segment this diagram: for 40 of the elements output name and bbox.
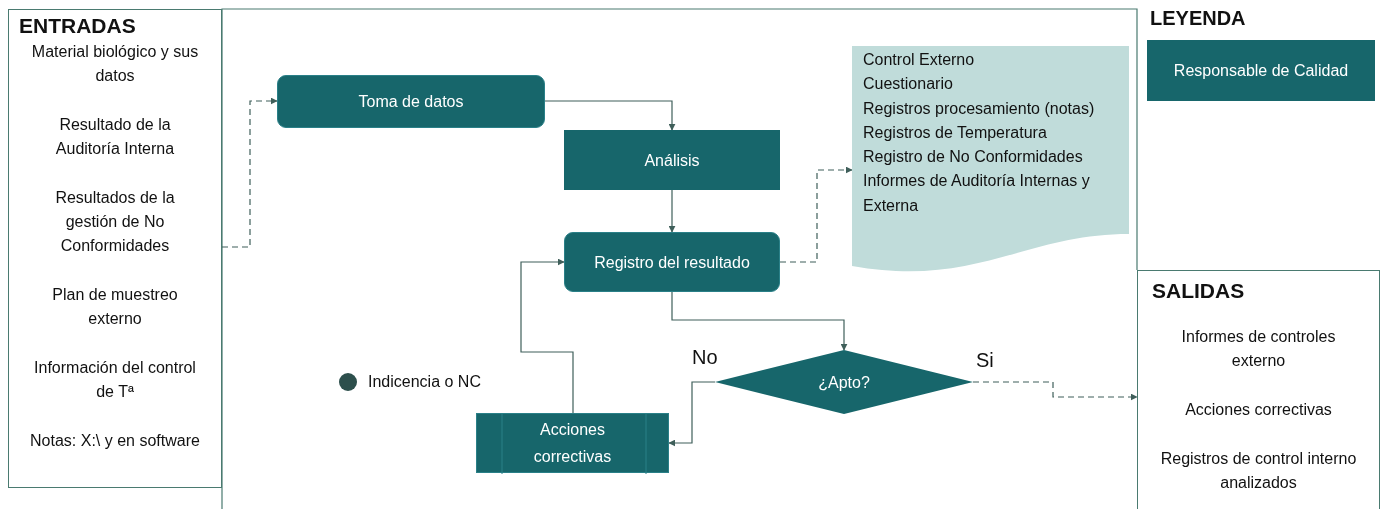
node-label: Análisis [643, 150, 701, 171]
arrow [520, 258, 574, 414]
list-item: Información del control de Tª [33, 358, 197, 402]
list-item: Notas: X:\ y en software [29, 431, 201, 451]
node-label: Registro del resultado [593, 252, 751, 273]
list-item: Plan de muestreo externo [51, 285, 179, 329]
record-item: Registro de No Conformidades [863, 147, 1084, 168]
outputs-panel [1137, 270, 1380, 509]
arrow [544, 100, 676, 131]
arrow [668, 381, 716, 447]
legend-label: Responsable de Calidad [1173, 61, 1349, 80]
predefined-process-box [476, 413, 669, 473]
dashed-arrow [972, 381, 1138, 401]
record-item: Control Externo [863, 50, 976, 70]
decision-diamond [715, 350, 973, 414]
arrow [668, 189, 676, 233]
inputs-panel [8, 9, 222, 488]
node-label: Toma de datos [357, 92, 465, 112]
record-item: Registros procesamiento (notas) [863, 98, 1096, 119]
process-box [277, 75, 545, 128]
list-item: Material biológico y sus datos [30, 42, 200, 86]
list-item: Resultado de la Auditoría Interna [54, 115, 176, 159]
list-item: Registros de control interno analizados [1159, 449, 1358, 493]
record-item: Cuestionario [863, 74, 954, 95]
node-label: Acciones correctivas [532, 420, 613, 467]
panel-heading: ENTRADAS [19, 14, 137, 38]
dashed-arrow [221, 97, 278, 248]
process-box [564, 130, 780, 190]
arrow [671, 291, 848, 351]
list-item: Informes de controles externo [1180, 327, 1337, 371]
record-item: Informes de Auditoría Internas y Externa [863, 171, 1091, 216]
panel-heading: SALIDAS [1152, 279, 1246, 303]
list-item: Acciones correctivas [1184, 400, 1333, 420]
dashed-arrow [779, 166, 853, 263]
record-item: Registros de Temperatura [863, 122, 1048, 143]
process-box [564, 232, 780, 292]
list-item: Resultados de la gestión de No Conformidades [54, 188, 176, 256]
node-label: ¿Apto? [817, 372, 871, 393]
legend-heading: LEYENDA [1150, 7, 1246, 30]
legend-label: Indicencia o NC [368, 372, 481, 392]
